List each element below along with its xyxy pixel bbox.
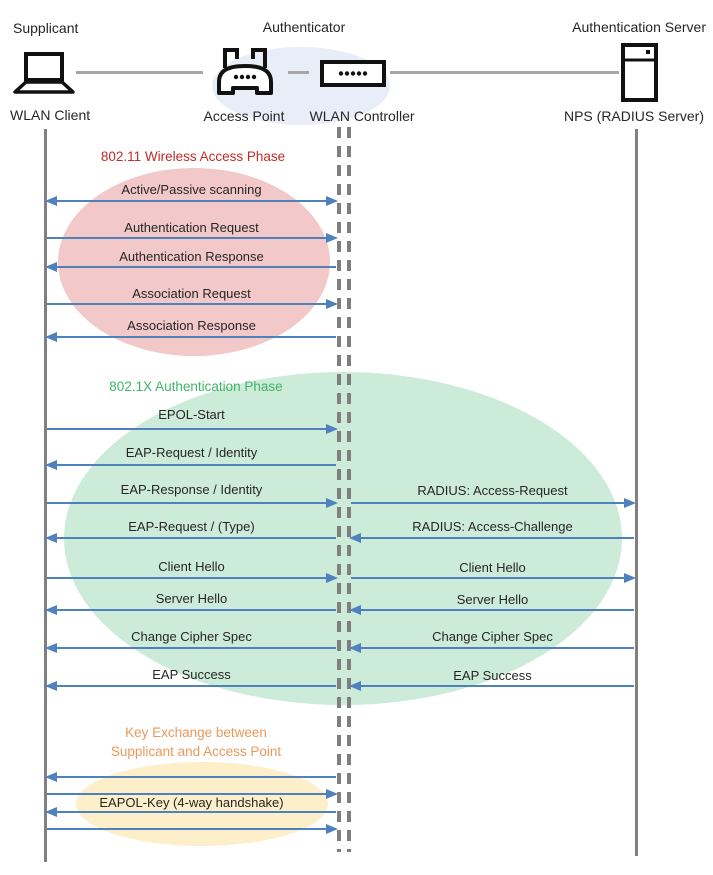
phase-title-authentication: 802.1X Authentication Phase <box>109 379 283 394</box>
message-label: Client Hello <box>459 560 526 575</box>
message-arrow <box>47 233 338 243</box>
arrowhead-left-icon <box>45 533 57 543</box>
arrowhead-left-icon <box>45 605 57 615</box>
arrowhead-left-icon <box>45 196 57 206</box>
role-label-authentication-server: Authentication Server <box>572 19 706 35</box>
message-arrow <box>45 681 336 691</box>
device-label-wlan-controller: WLAN Controller <box>309 108 415 124</box>
message-arrow <box>45 807 336 817</box>
message-label: Association Request <box>132 286 251 301</box>
arrowhead-left-icon <box>45 643 57 653</box>
arrowhead-left-icon <box>45 460 57 470</box>
arrowhead-right-icon <box>624 573 636 583</box>
message-label: Change Cipher Spec <box>432 629 553 644</box>
lifeline-wlan-client <box>44 129 47 862</box>
message-arrow <box>45 332 336 342</box>
arrowhead-left-icon <box>45 332 57 342</box>
arrowhead-left-icon <box>349 643 361 653</box>
wlan-controller-icon <box>320 60 386 87</box>
arrowhead-left-icon <box>349 605 361 615</box>
message-label: RADIUS: Access-Request <box>417 483 568 498</box>
lifeline-wlan-controller-left <box>337 127 341 852</box>
message-arrow <box>349 681 634 691</box>
message-arrow <box>45 262 336 272</box>
connector-client-to-ap <box>76 71 203 74</box>
message-label: Server Hello <box>456 592 529 607</box>
arrowhead-left-icon <box>45 262 57 272</box>
message-arrow <box>47 573 338 583</box>
role-label-authenticator: Authenticator <box>262 19 346 35</box>
message-arrow <box>45 460 336 470</box>
role-label-supplicant: Supplicant <box>13 20 79 36</box>
message-label: Client Hello <box>158 559 225 574</box>
arrowhead-left-icon <box>45 681 57 691</box>
message-arrow <box>349 533 634 543</box>
message-label: EAP Success <box>152 667 231 682</box>
arrowhead-right-icon <box>326 573 338 583</box>
laptop-icon <box>13 52 75 94</box>
message-arrow <box>351 573 636 583</box>
lifeline-wlan-controller-right <box>347 127 351 852</box>
message-label: EAP-Request / (Type) <box>128 519 255 534</box>
arrowhead-right-icon <box>326 424 338 434</box>
phase-title-key-exchange: Key Exchange between Supplicant and Acce… <box>110 725 282 759</box>
message-label: EAP-Response / Identity <box>120 482 263 497</box>
message-label: EPOL-Start <box>158 407 225 422</box>
message-label: Association Response <box>127 318 256 333</box>
arrowhead-left-icon <box>45 772 57 782</box>
message-label: Authentication Request <box>124 220 259 235</box>
message-arrow <box>47 424 338 434</box>
arrowhead-right-icon <box>326 233 338 243</box>
arrowhead-right-icon <box>326 824 338 834</box>
message-arrow <box>47 824 338 834</box>
message-arrow <box>349 605 634 615</box>
lifeline-nps <box>635 129 638 856</box>
message-arrow <box>45 196 338 206</box>
message-label: EAP Success <box>453 668 532 683</box>
arrowhead-left-icon <box>349 533 361 543</box>
message-label: Active/Passive scanning <box>121 182 262 197</box>
message-arrow <box>351 498 636 508</box>
arrowhead-right-icon <box>326 196 338 206</box>
message-label: EAPOL-Key (4-way handshake) <box>99 795 284 810</box>
message-arrow <box>45 772 336 782</box>
message-arrow <box>45 643 336 653</box>
arrowhead-right-icon <box>624 498 636 508</box>
arrowhead-right-icon <box>326 299 338 309</box>
message-arrow <box>47 789 338 799</box>
message-label: Server Hello <box>155 591 228 606</box>
message-label: RADIUS: Access-Challenge <box>412 519 573 534</box>
message-arrow <box>47 299 338 309</box>
message-label: Authentication Response <box>119 249 264 264</box>
message-arrow <box>45 533 336 543</box>
phase-title-wireless-access: 802.11 Wireless Access Phase <box>100 149 286 164</box>
arrowhead-right-icon <box>326 789 338 799</box>
message-arrow <box>349 643 634 653</box>
arrowhead-right-icon <box>326 498 338 508</box>
message-label: Change Cipher Spec <box>131 629 252 644</box>
message-arrow <box>47 498 338 508</box>
device-label-access-point: Access Point <box>203 108 285 124</box>
arrowhead-left-icon <box>349 681 361 691</box>
arrowhead-left-icon <box>45 807 57 817</box>
device-label-nps: NPS (RADIUS Server) <box>563 108 705 124</box>
connector-ap-to-wlc <box>288 71 309 74</box>
message-arrow <box>45 605 336 615</box>
message-label: EAP-Request / Identity <box>125 445 258 460</box>
access-point-icon <box>212 46 278 98</box>
phase-ellipse-wireless-access <box>58 168 330 356</box>
device-label-wlan-client: WLAN Client <box>10 107 91 123</box>
connector-wlc-to-server <box>390 71 619 74</box>
server-icon <box>620 43 660 103</box>
